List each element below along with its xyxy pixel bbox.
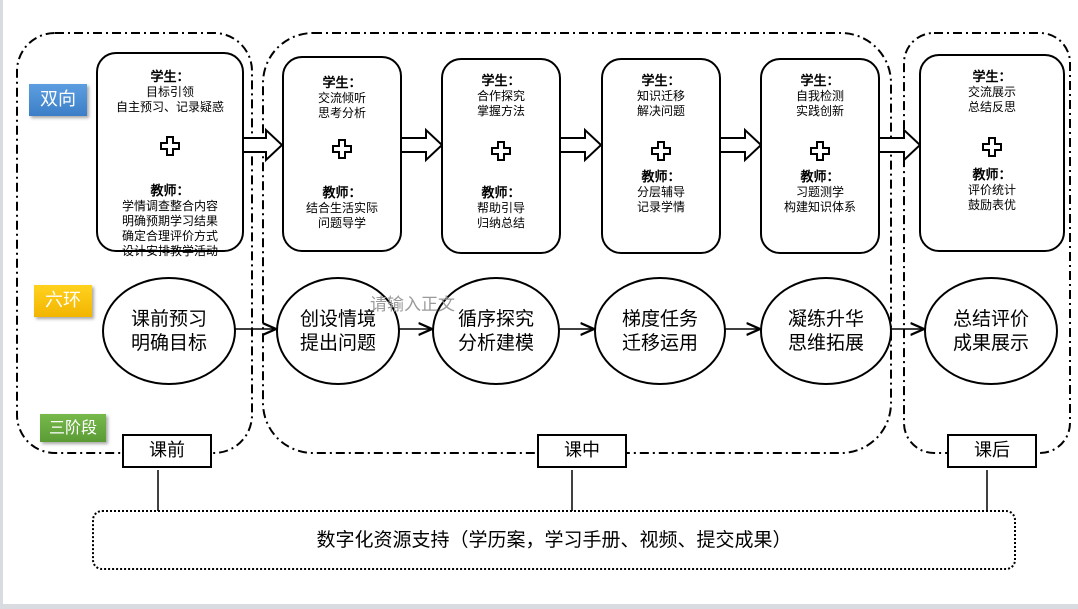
link-text-line: 分析建模 bbox=[457, 332, 534, 354]
student-activity: 交流展示 bbox=[967, 85, 1016, 99]
activity-card: 学生：合作探究掌握方法教师：帮助引导归纳总结 bbox=[441, 58, 561, 254]
activity-card: 学生：自我检测实践创新教师：习题测学构建知识体系 bbox=[760, 58, 880, 254]
activity-card: 学生：目标引领自主预习、记录疑惑教师：学情调查整合内容明确预期学习结果确定合理评… bbox=[96, 52, 244, 258]
teacher-activity: 明确预期学习结果 bbox=[121, 214, 218, 228]
teacher-activity: 帮助引导 bbox=[476, 201, 525, 215]
teacher-activity: 评价统计 bbox=[967, 183, 1016, 197]
student-role-label: 学生： bbox=[481, 74, 521, 89]
teaching-link-circle: 循序探究分析建模 bbox=[432, 277, 560, 385]
block-arrow-right-icon bbox=[399, 127, 444, 163]
student-activity: 交流倾听 bbox=[317, 91, 366, 105]
student-section: 学生：目标引领自主预习、记录疑惑 bbox=[98, 70, 242, 115]
student-activity: 合作探究 bbox=[476, 89, 525, 103]
teacher-activity: 构建知识体系 bbox=[783, 200, 856, 214]
teacher-section: 教师：评价统计鼓励表优 bbox=[921, 168, 1063, 213]
link-text-line: 迁移运用 bbox=[621, 332, 698, 354]
plus-icon bbox=[810, 141, 830, 161]
page-bottom-edge bbox=[0, 604, 1078, 609]
plus-icon bbox=[332, 139, 352, 159]
activity-card: 学生：知识迁移解决问题教师：分层辅导记录学情 bbox=[601, 58, 721, 254]
student-activity: 解决问题 bbox=[636, 104, 685, 118]
student-section: 学生：合作探究掌握方法 bbox=[443, 74, 559, 119]
six-links-badge: 六环 bbox=[34, 285, 92, 317]
plus-icon bbox=[651, 141, 671, 161]
teacher-activity: 归纳总结 bbox=[476, 216, 525, 230]
block-arrow-right-icon bbox=[718, 127, 763, 163]
teaching-link-circle: 总结评价成果展示 bbox=[924, 277, 1058, 385]
stage-label-pre-class: 课前 bbox=[122, 434, 212, 468]
block-arrow-right-icon bbox=[239, 127, 284, 163]
student-role-label: 学生： bbox=[972, 70, 1012, 85]
student-activity: 知识迁移 bbox=[636, 89, 685, 103]
teacher-activity: 鼓励表优 bbox=[967, 198, 1016, 212]
activity-card: 学生：交流倾听思考分析教师：结合生活实际问题导学 bbox=[282, 56, 402, 252]
plus-icon bbox=[491, 141, 511, 161]
link-text-line: 循序探究 bbox=[457, 308, 534, 330]
student-activity: 实践创新 bbox=[795, 104, 844, 118]
teacher-activity: 问题导学 bbox=[317, 216, 366, 230]
student-section: 学生：自我检测实践创新 bbox=[762, 74, 878, 119]
student-role-label: 学生： bbox=[150, 70, 190, 85]
teacher-activity: 记录学情 bbox=[636, 200, 685, 214]
teacher-role-label: 教师： bbox=[150, 184, 190, 199]
student-role-label: 学生： bbox=[641, 74, 681, 89]
block-arrow-right-icon bbox=[877, 127, 922, 163]
link-text-line: 成果展示 bbox=[952, 332, 1029, 354]
teacher-activity: 分层辅导 bbox=[636, 185, 685, 199]
teaching-link-circle: 课前预习明确目标 bbox=[102, 277, 236, 385]
link-text-line: 明确目标 bbox=[130, 332, 207, 354]
link-text-line: 提出问题 bbox=[299, 332, 376, 354]
link-text-line: 梯度任务 bbox=[621, 308, 698, 330]
link-text-line: 创设情境 bbox=[299, 308, 376, 330]
stage-label-post-class: 课后 bbox=[947, 434, 1037, 468]
teaching-link-circle: 创设情境提出问题 bbox=[276, 277, 400, 385]
link-text-line: 总结评价 bbox=[952, 308, 1029, 330]
link-text-line: 凝练升华 bbox=[787, 308, 864, 330]
teacher-role-label: 教师： bbox=[641, 170, 681, 185]
plus-icon bbox=[982, 137, 1002, 157]
placeholder-watermark[interactable]: 请输入正文 bbox=[370, 295, 455, 315]
teacher-role-label: 教师： bbox=[481, 186, 521, 201]
stage-group-pre-class bbox=[16, 32, 253, 454]
teacher-activity: 学情调查整合内容 bbox=[121, 199, 218, 213]
block-arrow-right-icon bbox=[558, 127, 603, 163]
student-activity: 思考分析 bbox=[317, 106, 366, 120]
student-activity: 自我检测 bbox=[795, 89, 844, 103]
link-text-line: 思维拓展 bbox=[787, 332, 864, 354]
teacher-activity: 结合生活实际 bbox=[305, 201, 378, 215]
teacher-activity: 设计安排教学活动 bbox=[121, 244, 218, 258]
student-activity: 目标引领 bbox=[145, 85, 194, 99]
student-role-label: 学生： bbox=[800, 74, 840, 89]
page-left-edge bbox=[0, 0, 3, 609]
stage-label-in-class: 课中 bbox=[537, 434, 627, 468]
link-text-line: 课前预习 bbox=[130, 308, 207, 330]
teacher-section: 教师：习题测学构建知识体系 bbox=[762, 170, 878, 215]
student-role-label: 学生： bbox=[322, 76, 362, 91]
teacher-section: 教师：分层辅导记录学情 bbox=[603, 170, 719, 215]
digital-resource-support-box: 数字化资源支持（学历案，学习手册、视频、提交成果） bbox=[92, 510, 1016, 570]
student-activity: 自主预习、记录疑惑 bbox=[115, 100, 224, 114]
teaching-link-circle: 凝练升华思维拓展 bbox=[760, 277, 892, 385]
student-section: 学生：交流展示总结反思 bbox=[921, 70, 1063, 115]
plus-icon bbox=[160, 136, 180, 156]
teaching-link-circle: 梯度任务迁移运用 bbox=[594, 277, 726, 385]
student-activity: 掌握方法 bbox=[476, 104, 525, 118]
teacher-activity: 习题测学 bbox=[795, 185, 844, 199]
student-section: 学生：知识迁移解决问题 bbox=[603, 74, 719, 119]
activity-card: 学生：交流展示总结反思教师：评价统计鼓励表优 bbox=[919, 54, 1065, 252]
teacher-role-label: 教师： bbox=[322, 186, 362, 201]
three-stages-badge: 三阶段 bbox=[40, 414, 106, 442]
two-way-badge: 双向 bbox=[29, 84, 87, 116]
teacher-role-label: 教师： bbox=[972, 168, 1012, 183]
teacher-section: 教师：结合生活实际问题导学 bbox=[284, 186, 400, 231]
teacher-section: 教师：学情调查整合内容明确预期学习结果确定合理评价方式设计安排教学活动 bbox=[98, 184, 242, 259]
teacher-section: 教师：帮助引导归纳总结 bbox=[443, 186, 559, 231]
student-section: 学生：交流倾听思考分析 bbox=[284, 76, 400, 121]
teacher-activity: 确定合理评价方式 bbox=[121, 229, 218, 243]
student-activity: 总结反思 bbox=[967, 100, 1016, 114]
teacher-role-label: 教师： bbox=[800, 170, 840, 185]
